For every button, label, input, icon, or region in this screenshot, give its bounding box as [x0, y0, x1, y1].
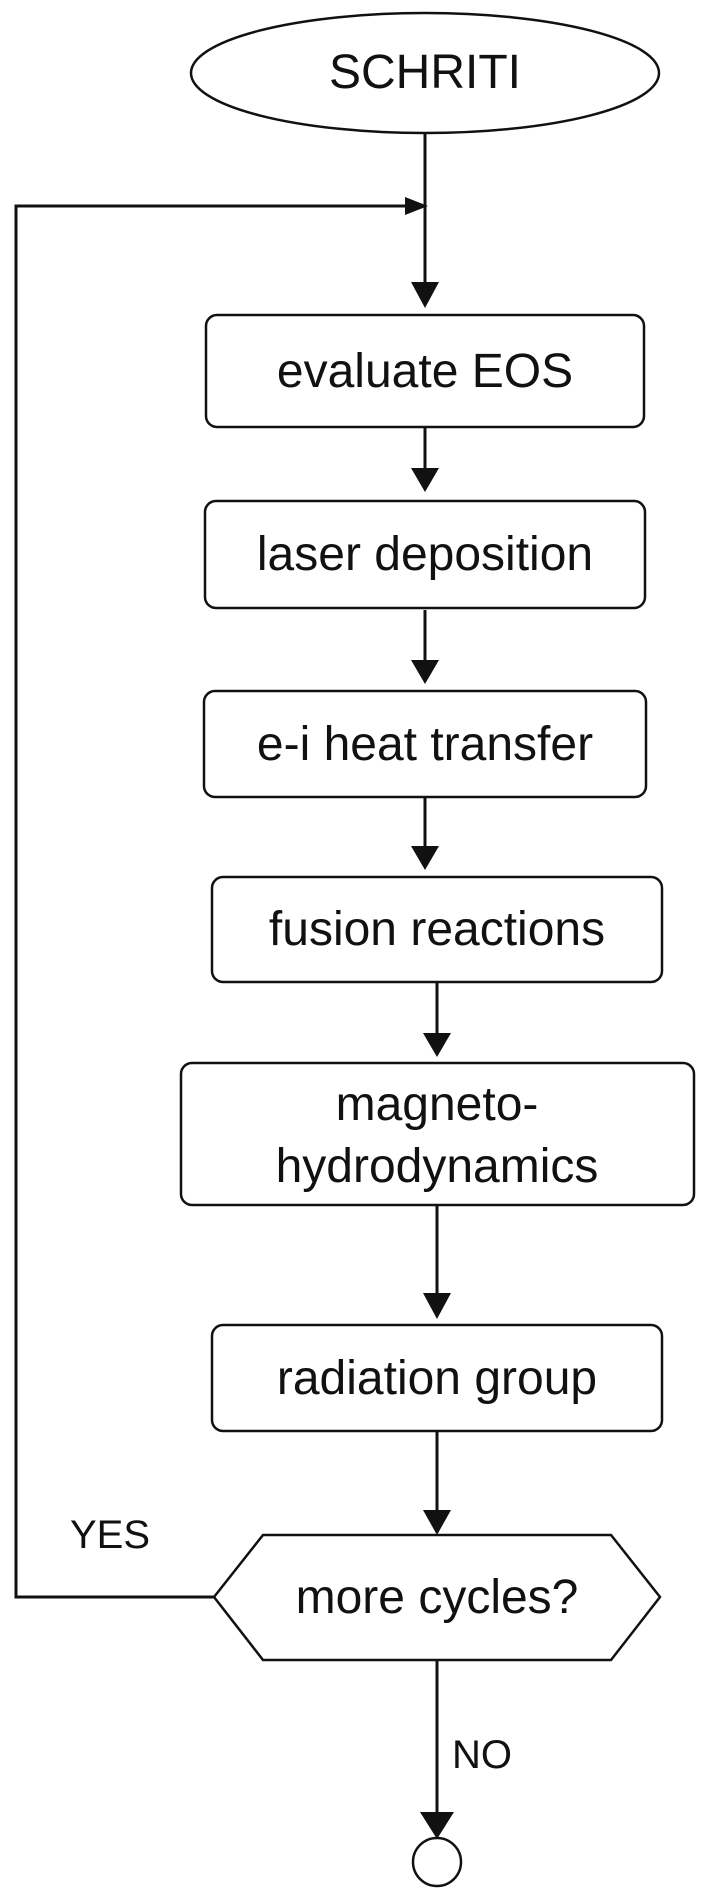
process-magnetohydrodynamics: magneto- hydrodynamics: [179, 1061, 696, 1207]
process-radiation-group: radiation group: [210, 1323, 664, 1433]
yes-loop-connector: [14, 204, 405, 1599]
process-magnetohydrodynamics-label-line-1: magneto-: [336, 1078, 539, 1131]
arrowhead-radiation-group: [423, 1293, 451, 1319]
process-evaluate-eos: evaluate EOS: [204, 313, 646, 429]
connectors: [14, 132, 454, 1839]
decision-hexagon: [212, 1533, 662, 1662]
no-branch-label: NO: [452, 1733, 512, 1777]
process-radiation-group-label: radiation group: [277, 1352, 597, 1405]
start-terminator: SCHRITI: [189, 11, 661, 135]
process-heat-transfer-label: e-i heat transfer: [257, 718, 593, 771]
arrowhead-fusion-reactions: [411, 846, 439, 870]
start-ellipse: [189, 11, 661, 135]
arrowhead-heat-transfer: [411, 660, 439, 684]
decision-more-cycles: more cycles?: [212, 1533, 662, 1662]
process-fusion-reactions: fusion reactions: [210, 875, 664, 984]
arrowhead-decision: [423, 1510, 451, 1535]
arrowhead-loop-join: [405, 197, 428, 215]
yes-branch-label: YES: [70, 1513, 150, 1557]
process-evaluate-eos-label: evaluate EOS: [277, 345, 573, 398]
process-fusion-reactions-box: [210, 875, 664, 984]
process-magnetohydrodynamics-box: [179, 1061, 696, 1207]
arrowhead-laser-deposition: [411, 468, 439, 492]
process-radiation-group-box: [210, 1323, 664, 1433]
process-laser-deposition-label: laser deposition: [257, 528, 593, 581]
process-evaluate-eos-box: [204, 313, 646, 429]
arrowhead-magnetohydrodynamics: [423, 1033, 451, 1057]
end-circle: [411, 1836, 463, 1888]
process-heat-transfer: e-i heat transfer: [202, 689, 648, 799]
process-heat-transfer-box: [202, 689, 648, 799]
process-laser-deposition-box: [203, 499, 647, 610]
process-laser-deposition: laser deposition: [203, 499, 647, 610]
arrowhead-end-node: [420, 1812, 454, 1839]
start-label: SCHRITI: [329, 46, 521, 99]
process-fusion-reactions-label: fusion reactions: [269, 903, 605, 956]
process-magnetohydrodynamics-label-line-2: hydrodynamics: [276, 1140, 599, 1193]
arrowhead-evaluate-eos: [411, 282, 439, 308]
decision-label: more cycles?: [296, 1571, 579, 1624]
